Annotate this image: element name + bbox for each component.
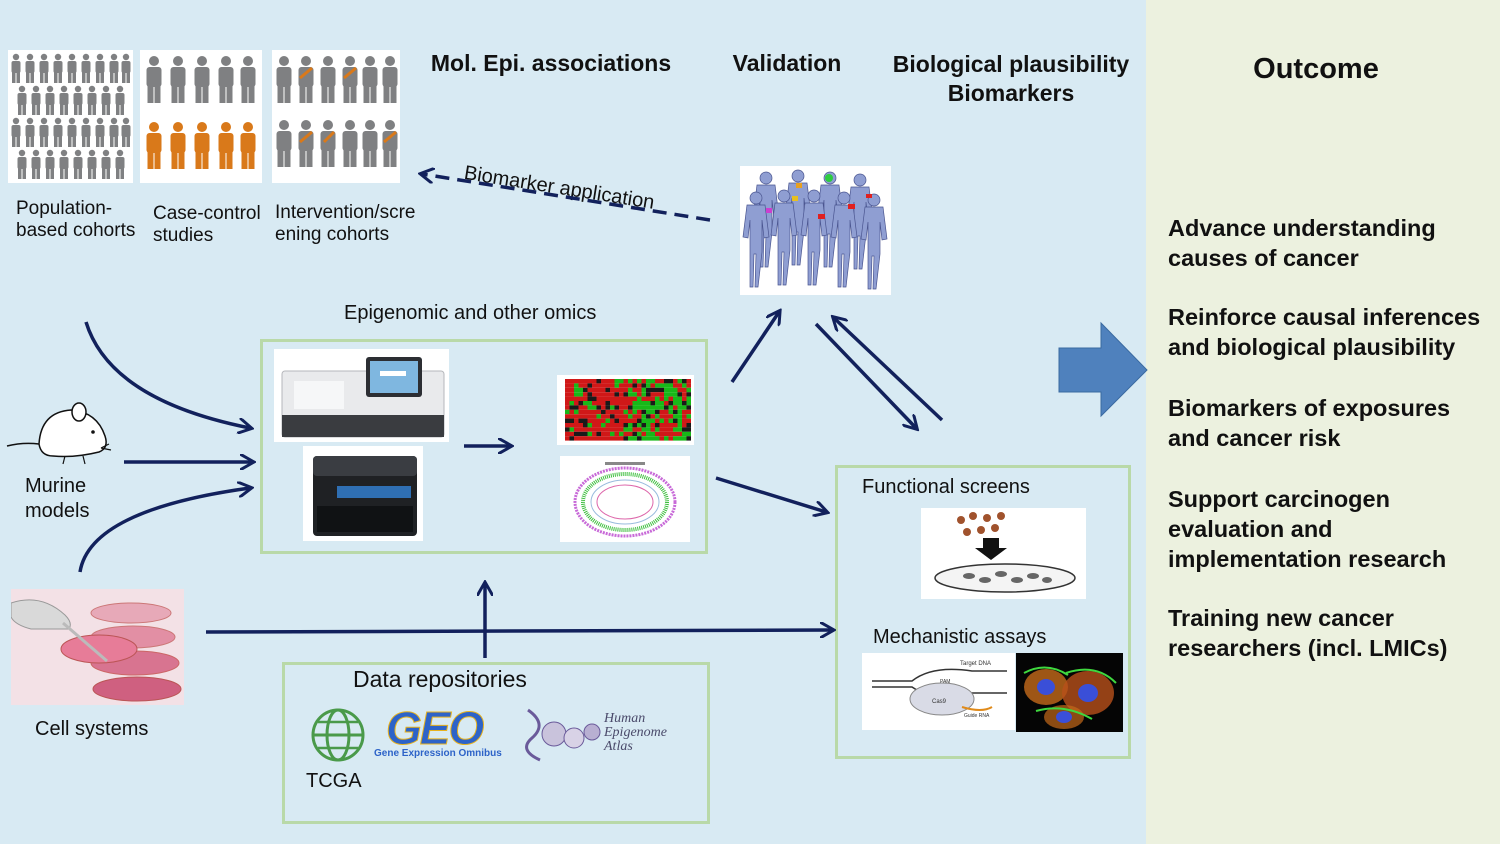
case-control-label: Case-control studies (153, 203, 261, 247)
header-bio-plausibility: Biological plausibility Biomarkers (872, 50, 1150, 108)
arrow-functional-to-validation (834, 318, 944, 422)
intervention-cohort-image (272, 50, 400, 183)
intervention-label: Intervention/scre ening cohorts (275, 202, 415, 246)
intervention-label-line1: Intervention/scre (275, 202, 416, 223)
arrow-omics-to-validation (730, 312, 779, 383)
header-validation: Validation (732, 50, 842, 76)
intervention-marks (299, 66, 397, 144)
crispr-image: Target DNA PAM Cas9 Guide RNA (862, 653, 1015, 730)
data-repositories-title: Data repositories (353, 666, 527, 692)
outcome-item-1: Advance understanding causes of cancer (1168, 213, 1500, 273)
tcga-logo (308, 704, 368, 766)
sequencer-icon (313, 456, 417, 536)
crispr-target-dna-label: Target DNA (960, 661, 991, 667)
cell-image-icon (1023, 666, 1117, 729)
outcome-item-2: Reinforce causal inferences and biologic… (1168, 302, 1500, 362)
outcome-3-line1: Biomarkers of exposures (1168, 395, 1451, 421)
outcome-2-line2: and biological plausibility (1168, 334, 1456, 360)
hea-logo (518, 704, 608, 764)
header-outcome: Outcome (1253, 53, 1379, 85)
arrow-cells-to-omics (78, 488, 250, 573)
cell-systems-image (11, 589, 184, 705)
outcome-2-line1: Reinforce causal inferences (1168, 304, 1481, 330)
tcga-label: TCGA (306, 770, 362, 792)
sequencer-image-1 (274, 349, 449, 442)
population-cohorts-label: Population- based cohorts (16, 198, 135, 242)
geo-caption: Gene Expression Omnibus (374, 748, 502, 759)
crispr-icon: Target DNA PAM Cas9 Guide RNA (872, 661, 1007, 719)
dna-logo-icon (525, 708, 601, 762)
outcome-4-line1: Support carcinogen (1168, 486, 1390, 512)
mouse-image (5, 398, 115, 470)
functional-screens-image (921, 508, 1086, 599)
omics-box (260, 339, 708, 554)
outcome-5-line1: Training new cancer (1168, 605, 1394, 631)
circos-plot-icon (573, 462, 677, 538)
murine-label-line1: Murine (25, 475, 87, 497)
block-arrow-icon (1058, 321, 1148, 418)
arrow-biomarker-application (422, 174, 711, 222)
arrow-cells-to-functional (205, 630, 832, 632)
outcome-4-line2: evaluation and (1168, 516, 1333, 542)
crispr-cas9-label: Cas9 (932, 699, 947, 705)
outcome-4-line3: implementation research (1168, 546, 1447, 572)
outcome-item-5: Training new cancer researchers (incl. L… (1168, 603, 1500, 663)
case-control-image (140, 50, 262, 183)
crispr-guide-rna-label: Guide RNA (964, 713, 990, 719)
crispr-pam-label: PAM (940, 679, 950, 685)
cell-systems-label: Cell systems (35, 718, 149, 740)
arrow-cohorts-to-omics (84, 321, 250, 428)
murine-models-label: Murine models (25, 474, 89, 524)
heatmap-icon (565, 379, 691, 441)
population-cohort-image (8, 50, 133, 183)
hea-line2: Epigenome (604, 725, 667, 740)
outcome-item-4: Support carcinogen evaluation and implem… (1168, 484, 1500, 574)
petri-dish-icon (934, 512, 1076, 593)
sequencer-image-2 (303, 446, 423, 541)
outcome-item-3: Biomarkers of exposures and cancer risk (1168, 393, 1500, 453)
population-label-line2: based cohorts (16, 220, 136, 241)
case-control-label-line2: studies (153, 225, 214, 246)
hea-line3: Atlas (604, 739, 633, 754)
circos-image (560, 456, 690, 542)
outcome-1-line1: Advance understanding (1168, 215, 1436, 241)
sequencer-icon (281, 357, 445, 438)
omics-title: Epigenomic and other omics (344, 302, 597, 324)
geo-logo: GEO (386, 702, 485, 754)
functional-box (835, 465, 1131, 759)
cell-microscopy-image (1016, 653, 1123, 732)
outcome-panel (1146, 0, 1500, 844)
data-repositories-box (282, 662, 710, 824)
intervention-label-line2: ening cohorts (275, 224, 390, 245)
header-mol-epi: Mol. Epi. associations (430, 50, 672, 76)
tcga-globe-icon (311, 708, 365, 762)
murine-label-line2: models (25, 500, 90, 522)
hea-text: Human Epigenome Atlas (604, 712, 667, 754)
case-control-label-line1: Case-control (153, 203, 261, 224)
outcome-5-line2: researchers (incl. LMICs) (1168, 635, 1448, 661)
mouse-icon (6, 402, 112, 465)
petri-dish-icon (11, 599, 182, 702)
arrow-validation-to-functional (814, 322, 916, 428)
mechanistic-assays-label: Mechanistic assays (873, 626, 1047, 648)
validation-bodies-image (740, 166, 891, 295)
biomarker-dots (766, 174, 872, 219)
hea-line1: Human (604, 711, 646, 726)
heatmap-image (557, 375, 694, 445)
outcome-3-line2: and cancer risk (1168, 425, 1341, 451)
header-bio-plausibility-line2: Biomarkers (947, 80, 1075, 106)
outcome-1-line2: causes of cancer (1168, 245, 1359, 271)
population-label-line1: Population- (16, 198, 113, 219)
functional-screens-label: Functional screens (862, 476, 1030, 498)
arrow-omics-to-functional (715, 476, 826, 512)
header-bio-plausibility-line1: Biological plausibility (892, 51, 1130, 77)
